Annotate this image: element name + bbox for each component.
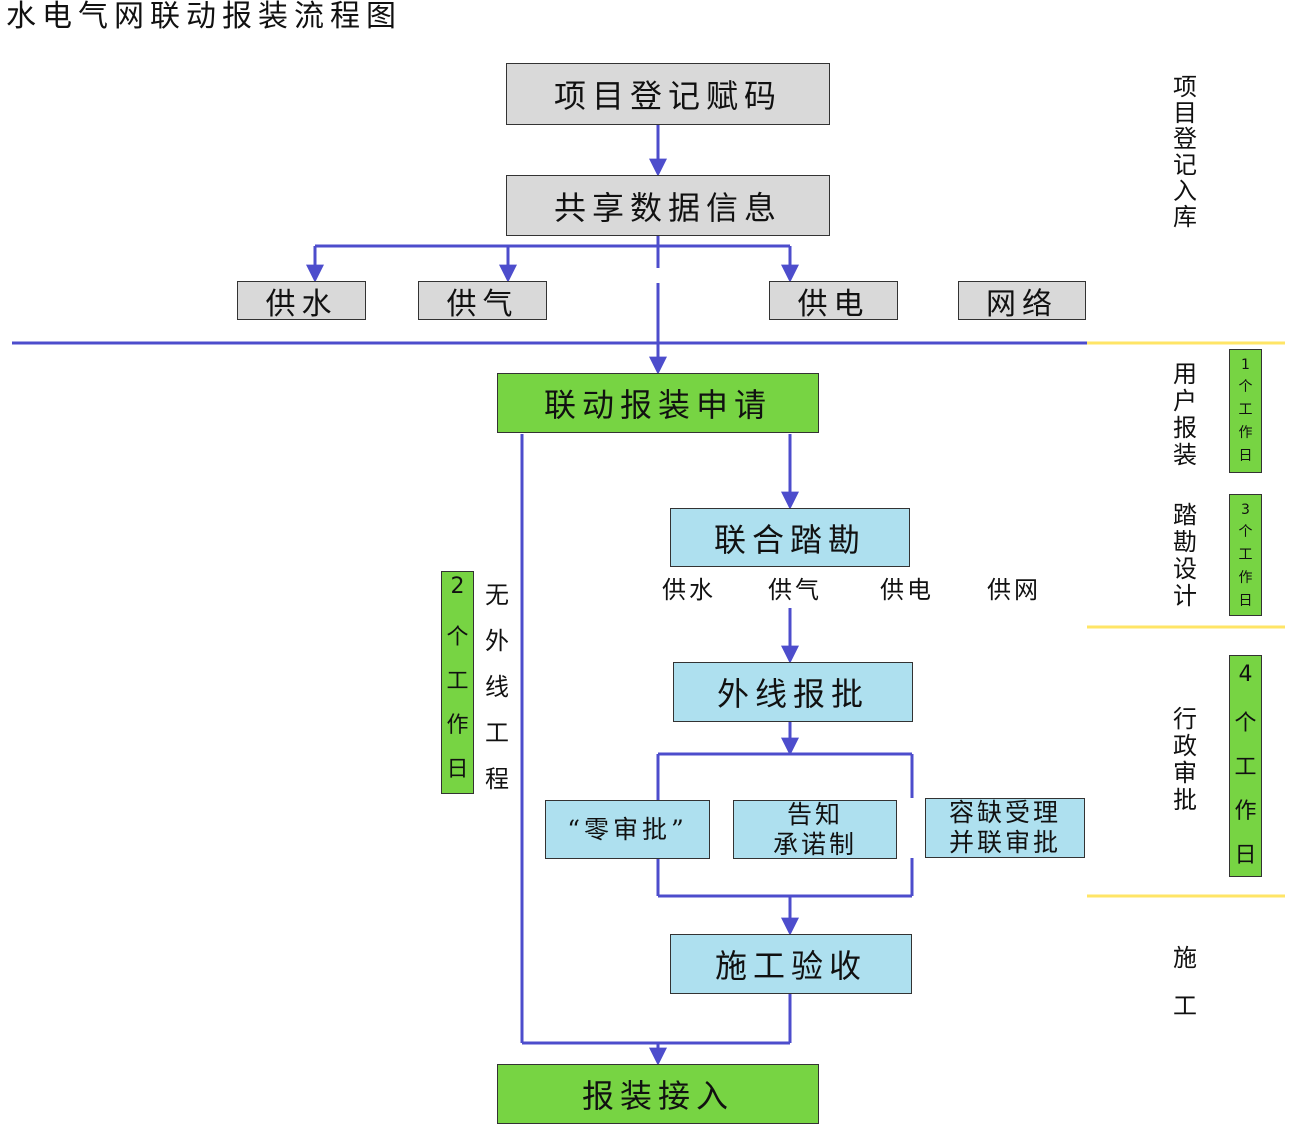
notify-line-2: 承诺制 (772, 829, 857, 859)
badge-char: 工 (1238, 547, 1253, 563)
box-gas: 供气 (418, 281, 547, 322)
box-notify-commit: 告知 承诺制 (733, 800, 897, 859)
badge-char: 日 (1238, 593, 1253, 609)
badge-char: 个 (1238, 524, 1253, 540)
badge-left-char: 作 (446, 713, 469, 738)
badge-char: 日 (1234, 843, 1257, 868)
stage-char: 入 (1173, 177, 1197, 205)
badge-char: 3 (1241, 502, 1250, 518)
tolerant-line-1: 容缺受理 (948, 798, 1061, 827)
stage-char: 用 (1173, 360, 1197, 388)
stage-char: 记 (1173, 151, 1197, 179)
badge-left-char: 个 (446, 625, 469, 650)
badge-char: 作 (1238, 425, 1253, 441)
box-register: 项目登记赋码 (506, 63, 830, 125)
left-label-char: 外 (485, 627, 509, 655)
stage-char: 踏 (1173, 501, 1197, 529)
survey-party-network: 供网 (987, 576, 1041, 604)
box-zero-approval: “零审批” (545, 800, 710, 859)
badge-char: 工 (1234, 755, 1257, 780)
stage-char: 库 (1173, 203, 1197, 231)
stage-char: 设 (1173, 555, 1197, 583)
stage-char: 政 (1173, 732, 1197, 760)
badge-char: 4 (1238, 662, 1253, 687)
box-acceptance: 施工验收 (670, 934, 912, 994)
box-connect: 报装接入 (497, 1064, 819, 1124)
stage-char: 审 (1173, 759, 1197, 787)
box-apply: 联动报装申请 (497, 373, 819, 433)
left-label-char: 无 (485, 581, 509, 609)
badge-apply-1-day: 1 个 工 作 日 (1229, 349, 1262, 473)
badge-char: 1 (1241, 357, 1250, 373)
left-label-char: 线 (485, 673, 509, 701)
stage-admin: 行 政 审 批 (1168, 706, 1202, 814)
stage-char: 工 (1173, 992, 1197, 1020)
stage-char: 目 (1173, 99, 1197, 127)
badge-char: 作 (1238, 570, 1253, 586)
stage-apply: 用 户 报 装 (1168, 361, 1202, 469)
box-water: 供水 (237, 281, 366, 322)
stage-char: 报 (1173, 414, 1197, 442)
badge-left-char: 工 (446, 669, 469, 694)
box-network: 网络 (958, 281, 1086, 322)
stage-char: 批 (1173, 786, 1197, 814)
badge-left-char: 日 (446, 757, 469, 782)
badge-char: 个 (1234, 711, 1257, 736)
stage-char: 装 (1173, 441, 1197, 469)
badge-char: 工 (1238, 402, 1253, 418)
box-tolerant-parallel: 容缺受理 并联审批 (925, 798, 1085, 858)
stage-char: 登 (1173, 125, 1197, 153)
box-outer-approval: 外线报批 (673, 662, 913, 722)
stage-survey: 踏 勘 设 计 (1168, 502, 1202, 610)
badge-char: 作 (1234, 799, 1257, 824)
survey-party-water: 供水 (662, 576, 716, 604)
stage-char: 行 (1173, 705, 1197, 733)
stage-char: 施 (1173, 944, 1197, 972)
badge-left-char: 2 (450, 574, 465, 599)
badge-survey-3-days: 3 个 工 作 日 (1229, 494, 1262, 616)
survey-party-gas: 供气 (768, 576, 822, 604)
stage-build: 施 工 (1168, 934, 1202, 1030)
badge-char: 日 (1238, 448, 1253, 464)
page-title: 水电气网联动报装流程图 (6, 0, 402, 34)
badge-left-2-days: 2 个 工 作 日 (441, 571, 474, 794)
left-label-char: 工 (485, 719, 509, 747)
badge-admin-4-days: 4 个 工 作 日 (1229, 655, 1262, 877)
box-share: 共享数据信息 (506, 175, 830, 236)
stage-register: 项 目 登 记 入 库 (1168, 74, 1202, 230)
box-power: 供电 (769, 281, 898, 322)
stage-char: 项 (1173, 73, 1197, 101)
left-branch-label: 无 外 线 工 程 (480, 572, 514, 802)
stage-char: 计 (1173, 582, 1197, 610)
left-label-char: 程 (485, 765, 509, 793)
stage-char: 户 (1173, 387, 1197, 415)
notify-line-1: 告知 (786, 799, 843, 829)
badge-char: 个 (1238, 379, 1253, 395)
stage-char: 勘 (1173, 528, 1197, 556)
survey-party-power: 供电 (880, 576, 934, 604)
tolerant-line-2: 并联审批 (948, 828, 1061, 857)
box-survey: 联合踏勘 (670, 508, 910, 567)
